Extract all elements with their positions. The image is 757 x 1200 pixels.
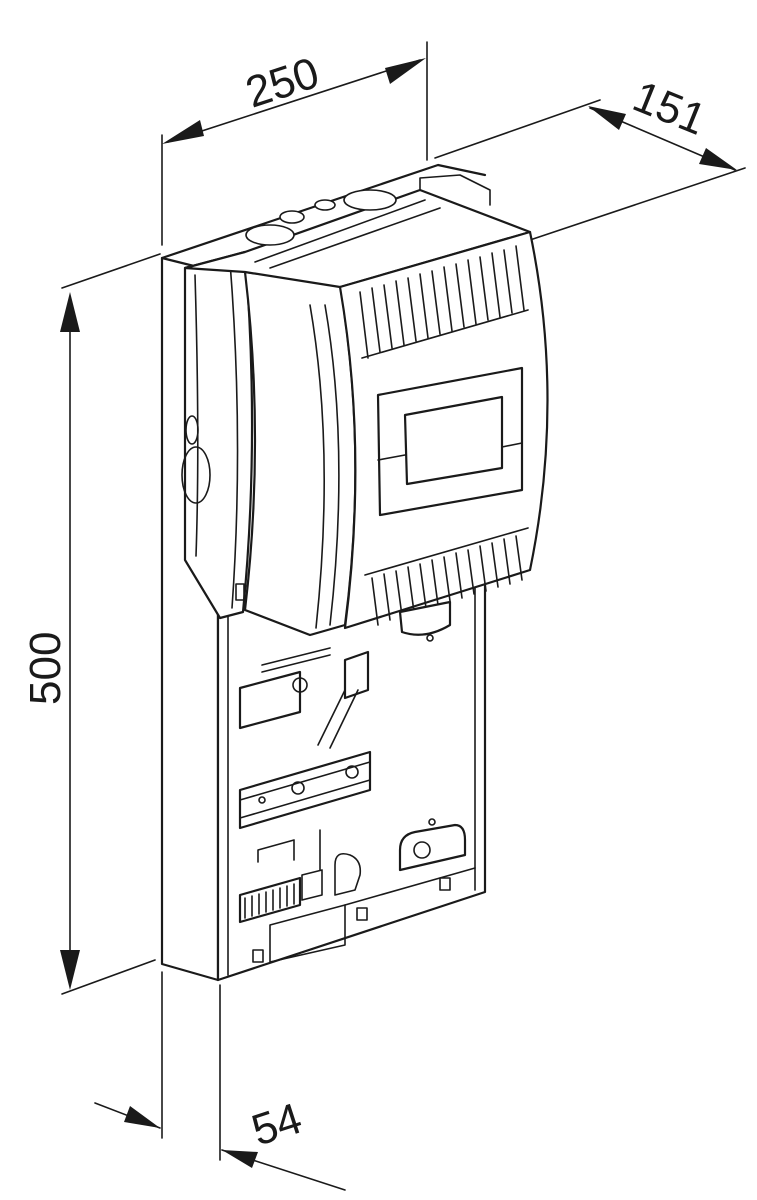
terminal-block [238,829,362,924]
upper-cooling-fins [359,245,529,359]
height-label: 500 [21,632,70,705]
upper-bracket [238,647,370,749]
lower-cooling-fins [364,527,529,626]
meter-housing [181,174,549,637]
width-label: 250 [240,48,325,117]
dimension-height: 500 [21,253,161,995]
latch [398,634,467,872]
base-depth-label-visible: 54 [246,1094,308,1156]
dimension-base-depth: 54 [94,971,346,1191]
depth-label: 151 [626,72,712,145]
din-rail [238,750,372,830]
display-window [376,366,524,517]
